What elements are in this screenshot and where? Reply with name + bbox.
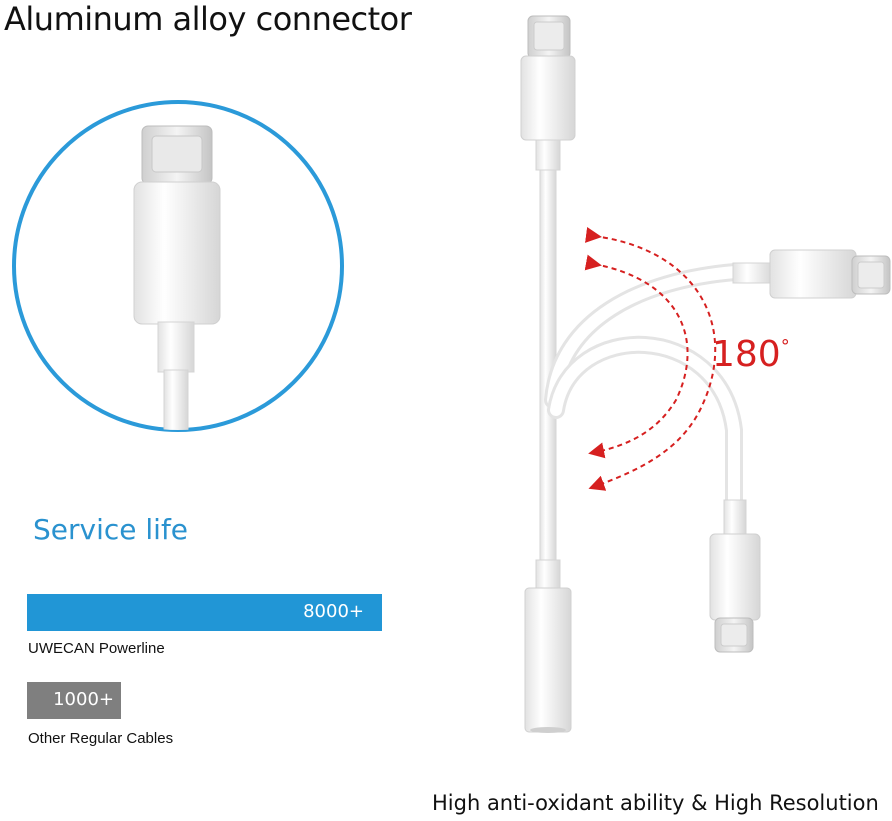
footer-caption: High anti-oxidant ability & High Resolut… bbox=[432, 791, 879, 815]
regular-cable-bar: 1000+ bbox=[27, 682, 121, 719]
curved-arrow-icon bbox=[584, 227, 717, 491]
powerline-bar-value: 8000+ bbox=[303, 601, 364, 622]
usb-c-connector-icon bbox=[520, 15, 576, 171]
powerline-bar: 8000+ bbox=[27, 594, 382, 631]
regular-cable-bar-value: 1000+ bbox=[53, 689, 114, 710]
bent-cables bbox=[544, 249, 891, 653]
usb-c-connector-icon bbox=[732, 249, 891, 299]
bend-angle-label: 180° bbox=[712, 334, 790, 375]
usb-c-connector-icon bbox=[709, 499, 761, 653]
zoom-circle bbox=[12, 100, 344, 432]
page-title: Aluminum alloy connector bbox=[4, 0, 412, 38]
regular-cable-bar-label: Other Regular Cables bbox=[28, 730, 174, 747]
powerline-bar-label: UWECAN Powerline bbox=[28, 640, 165, 657]
usb-c-connector-icon bbox=[133, 125, 221, 430]
bend-angle-unit: ° bbox=[780, 336, 790, 357]
bend-angle-value: 180 bbox=[712, 334, 781, 375]
audio-jack-connector-icon bbox=[524, 559, 572, 733]
straight-cable bbox=[520, 15, 576, 733]
service-life-heading: Service life bbox=[33, 513, 189, 546]
